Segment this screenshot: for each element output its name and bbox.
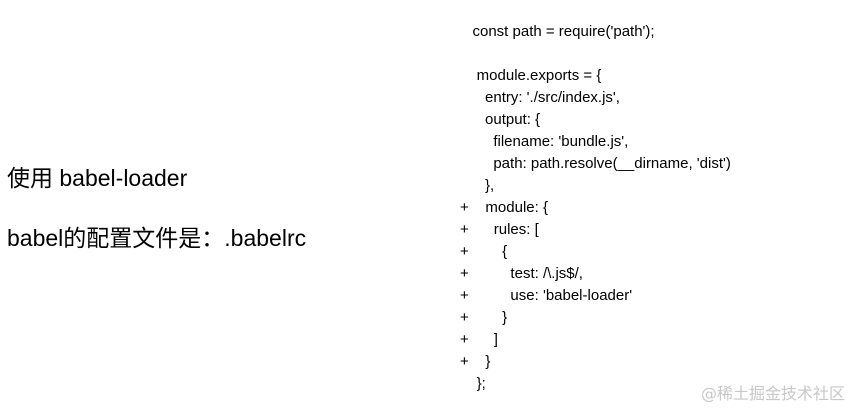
- code-line: module.exports = {: [460, 67, 602, 84]
- code-line: filename: 'bundle.js',: [460, 133, 629, 150]
- code-line: },: [460, 177, 495, 194]
- code-line: entry: './src/index.js',: [460, 89, 620, 106]
- code-line: path: path.resolve(__dirname, 'dist'): [460, 155, 731, 172]
- usage-text: 使用 babel-loader: [7, 165, 188, 191]
- config-text: babel的配置文件是：.babelrc: [7, 225, 307, 251]
- code-line: const path = require('path');: [460, 23, 655, 40]
- code-line: + rules: [: [460, 221, 539, 238]
- watermark: @稀土掘金技术社区: [700, 384, 845, 403]
- code-line: + }: [460, 309, 508, 326]
- code-block: const path = require('path'); module.exp…: [460, 21, 731, 395]
- code-line: output: {: [460, 111, 541, 128]
- code-line: + test: /\.js$/,: [460, 265, 583, 282]
- code-line: [460, 43, 731, 65]
- code-line: + use: 'babel-loader': [460, 287, 633, 304]
- code-line: + module: {: [460, 199, 548, 216]
- code-line: + {: [460, 243, 508, 260]
- code-line: };: [460, 375, 486, 392]
- code-line: + }: [460, 353, 491, 370]
- code-line: + ]: [460, 331, 498, 348]
